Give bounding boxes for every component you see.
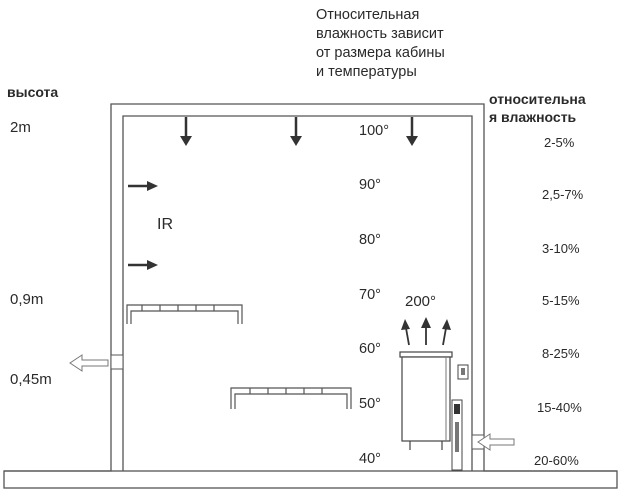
- sauna-heater: [399, 351, 469, 471]
- humidity-value: 5-15%: [542, 293, 580, 308]
- exhaust-arrow-icon: [69, 354, 109, 372]
- temperature-label: 60°: [359, 341, 381, 357]
- exhaust-vent: [110, 354, 124, 370]
- temperature-label: 70°: [359, 287, 381, 303]
- humidity-header: относительна я влажность: [489, 91, 586, 125]
- humidity-note: Относительная влажность зависит от разме…: [316, 7, 445, 80]
- temperature-label: 40°: [359, 451, 381, 467]
- lower-bench: [230, 387, 352, 409]
- temperature-label: 100°: [359, 123, 389, 139]
- height-label: 0,45m: [10, 371, 52, 388]
- humidity-value: 20-60%: [534, 453, 579, 468]
- up-arrow-icon: [442, 327, 447, 346]
- height-label: 0,9m: [10, 291, 44, 308]
- temperature-label: 50°: [359, 396, 381, 412]
- temperature-label: 80°: [359, 232, 381, 248]
- humidity-value: 8-25%: [542, 346, 580, 361]
- room-wall-outer: [4, 103, 617, 472]
- upper-bench: [126, 304, 243, 324]
- heater-steam-arrows: [405, 326, 447, 346]
- room-wall-inner: [122, 115, 473, 471]
- ceiling-heat-arrows: [184, 117, 414, 137]
- humidity-value: 15-40%: [537, 400, 582, 415]
- intake-arrow-icon: [477, 433, 515, 451]
- ir-label: IR: [157, 216, 173, 233]
- height-label: 2m: [10, 119, 31, 136]
- humidity-value: 3-10%: [542, 241, 580, 256]
- heater-temperature: 200°: [405, 293, 437, 310]
- temperature-label: 90°: [359, 177, 381, 193]
- ir-arrows: [128, 181, 158, 270]
- up-arrow-icon: [405, 327, 410, 346]
- humidity-value: 2-5%: [544, 135, 575, 150]
- humidity-value: 2,5-7%: [542, 187, 584, 202]
- floor: [3, 470, 618, 489]
- height-header: высота: [7, 84, 59, 100]
